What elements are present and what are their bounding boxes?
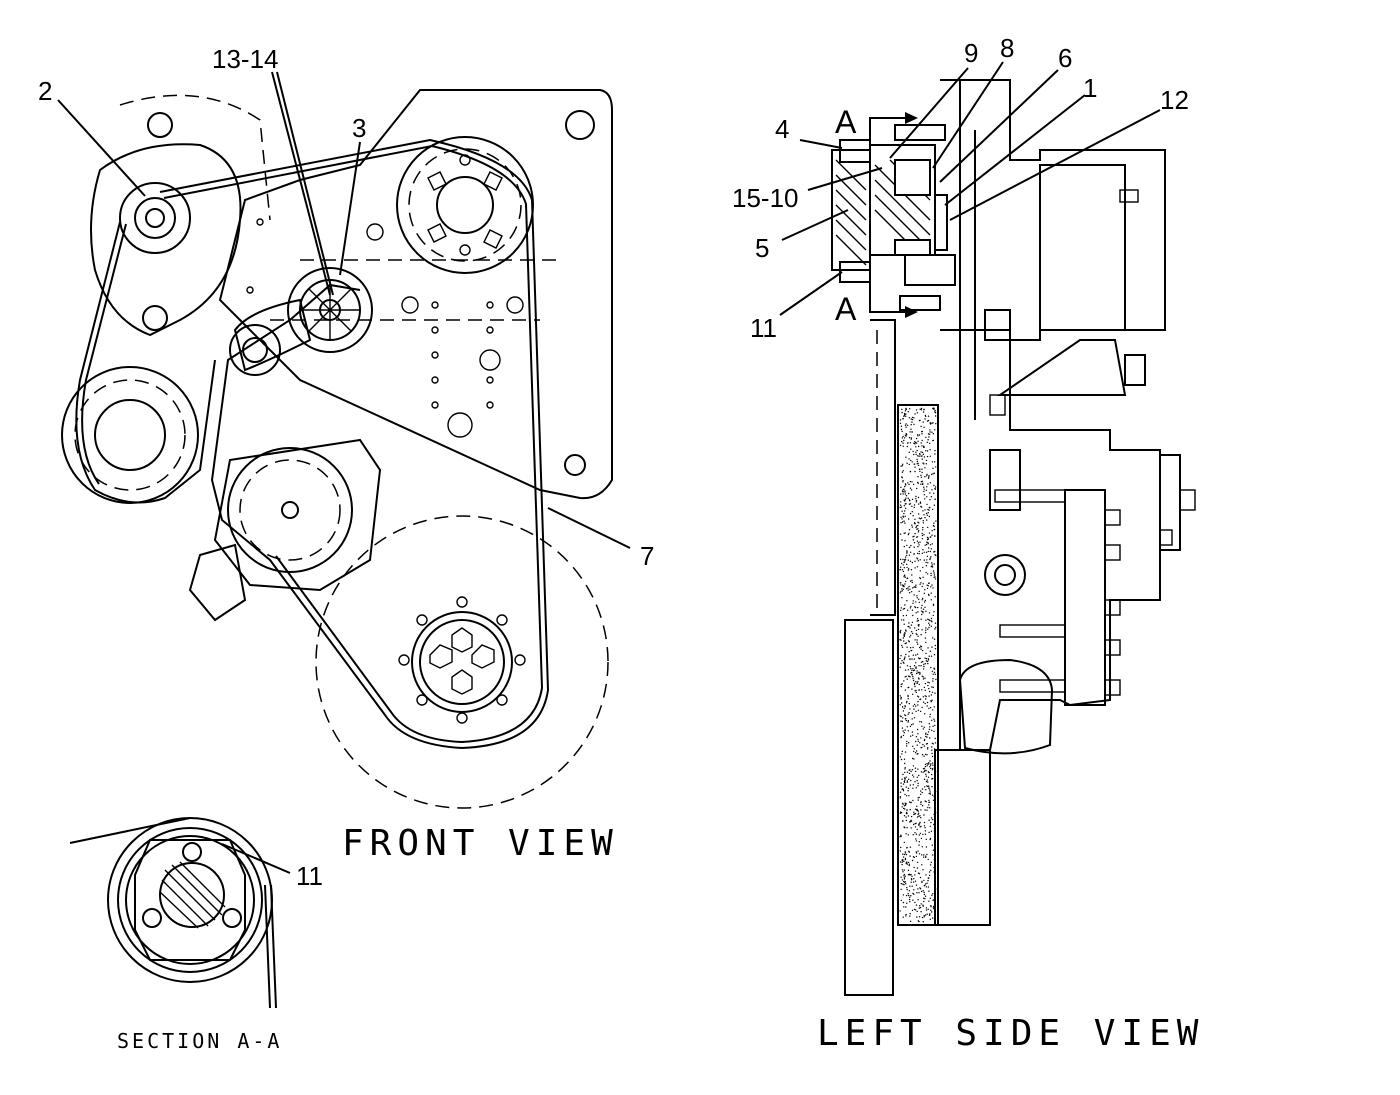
callout-11-side: 11 bbox=[750, 313, 777, 343]
belt-stipple-texture bbox=[899, 407, 937, 923]
callout-11-section: 11 bbox=[296, 861, 323, 891]
section-a-a: 11 SECTION A-A bbox=[69, 817, 323, 1053]
alternator bbox=[90, 94, 271, 337]
side-leader-lines bbox=[779, 61, 1161, 316]
front-view-title: FRONT VIEW bbox=[342, 823, 619, 864]
callout-1: 1 bbox=[1083, 73, 1097, 103]
section-cut-marker: A A bbox=[835, 104, 918, 327]
callout-15-10: 15-10 bbox=[732, 183, 799, 213]
bracket-hole bbox=[564, 454, 586, 476]
mounting-bracket bbox=[218, 89, 613, 500]
callout-5: 5 bbox=[755, 233, 769, 263]
bracket-bolt-holes bbox=[246, 218, 524, 438]
water-pump bbox=[188, 438, 382, 622]
side-bolts bbox=[989, 189, 1196, 696]
callout-8: 8 bbox=[1000, 33, 1014, 63]
crankshaft-damper bbox=[315, 515, 609, 809]
callout-9: 9 bbox=[964, 38, 978, 68]
front-view: 2 13-14 3 7 FRONT VIEW bbox=[38, 44, 654, 864]
bracket-hole bbox=[565, 110, 595, 140]
damper-bolts bbox=[398, 596, 526, 724]
callout-3: 3 bbox=[352, 113, 366, 143]
callout-2: 2 bbox=[38, 76, 52, 106]
serpentine-belt bbox=[75, 138, 550, 750]
section-marker-bottom: A bbox=[835, 291, 857, 327]
hidden-lines bbox=[270, 259, 560, 321]
front-leader-lines bbox=[57, 71, 631, 549]
section-title: SECTION A-A bbox=[117, 1029, 282, 1053]
callout-4: 4 bbox=[775, 114, 789, 144]
callout-13-14: 13-14 bbox=[212, 44, 279, 74]
callout-6: 6 bbox=[1058, 43, 1072, 73]
drive-pulley bbox=[396, 136, 534, 274]
section-shaft bbox=[159, 862, 225, 928]
callout-12: 12 bbox=[1160, 85, 1189, 115]
side-view-title: LEFT SIDE VIEW bbox=[817, 1013, 1204, 1054]
left-side-view: /* stipple drawn below */ bbox=[732, 33, 1204, 1054]
damper-side-profile bbox=[897, 404, 939, 926]
belt-tensioner bbox=[229, 267, 373, 376]
section-marker-top: A bbox=[835, 104, 857, 140]
callout-7: 7 bbox=[640, 541, 654, 571]
